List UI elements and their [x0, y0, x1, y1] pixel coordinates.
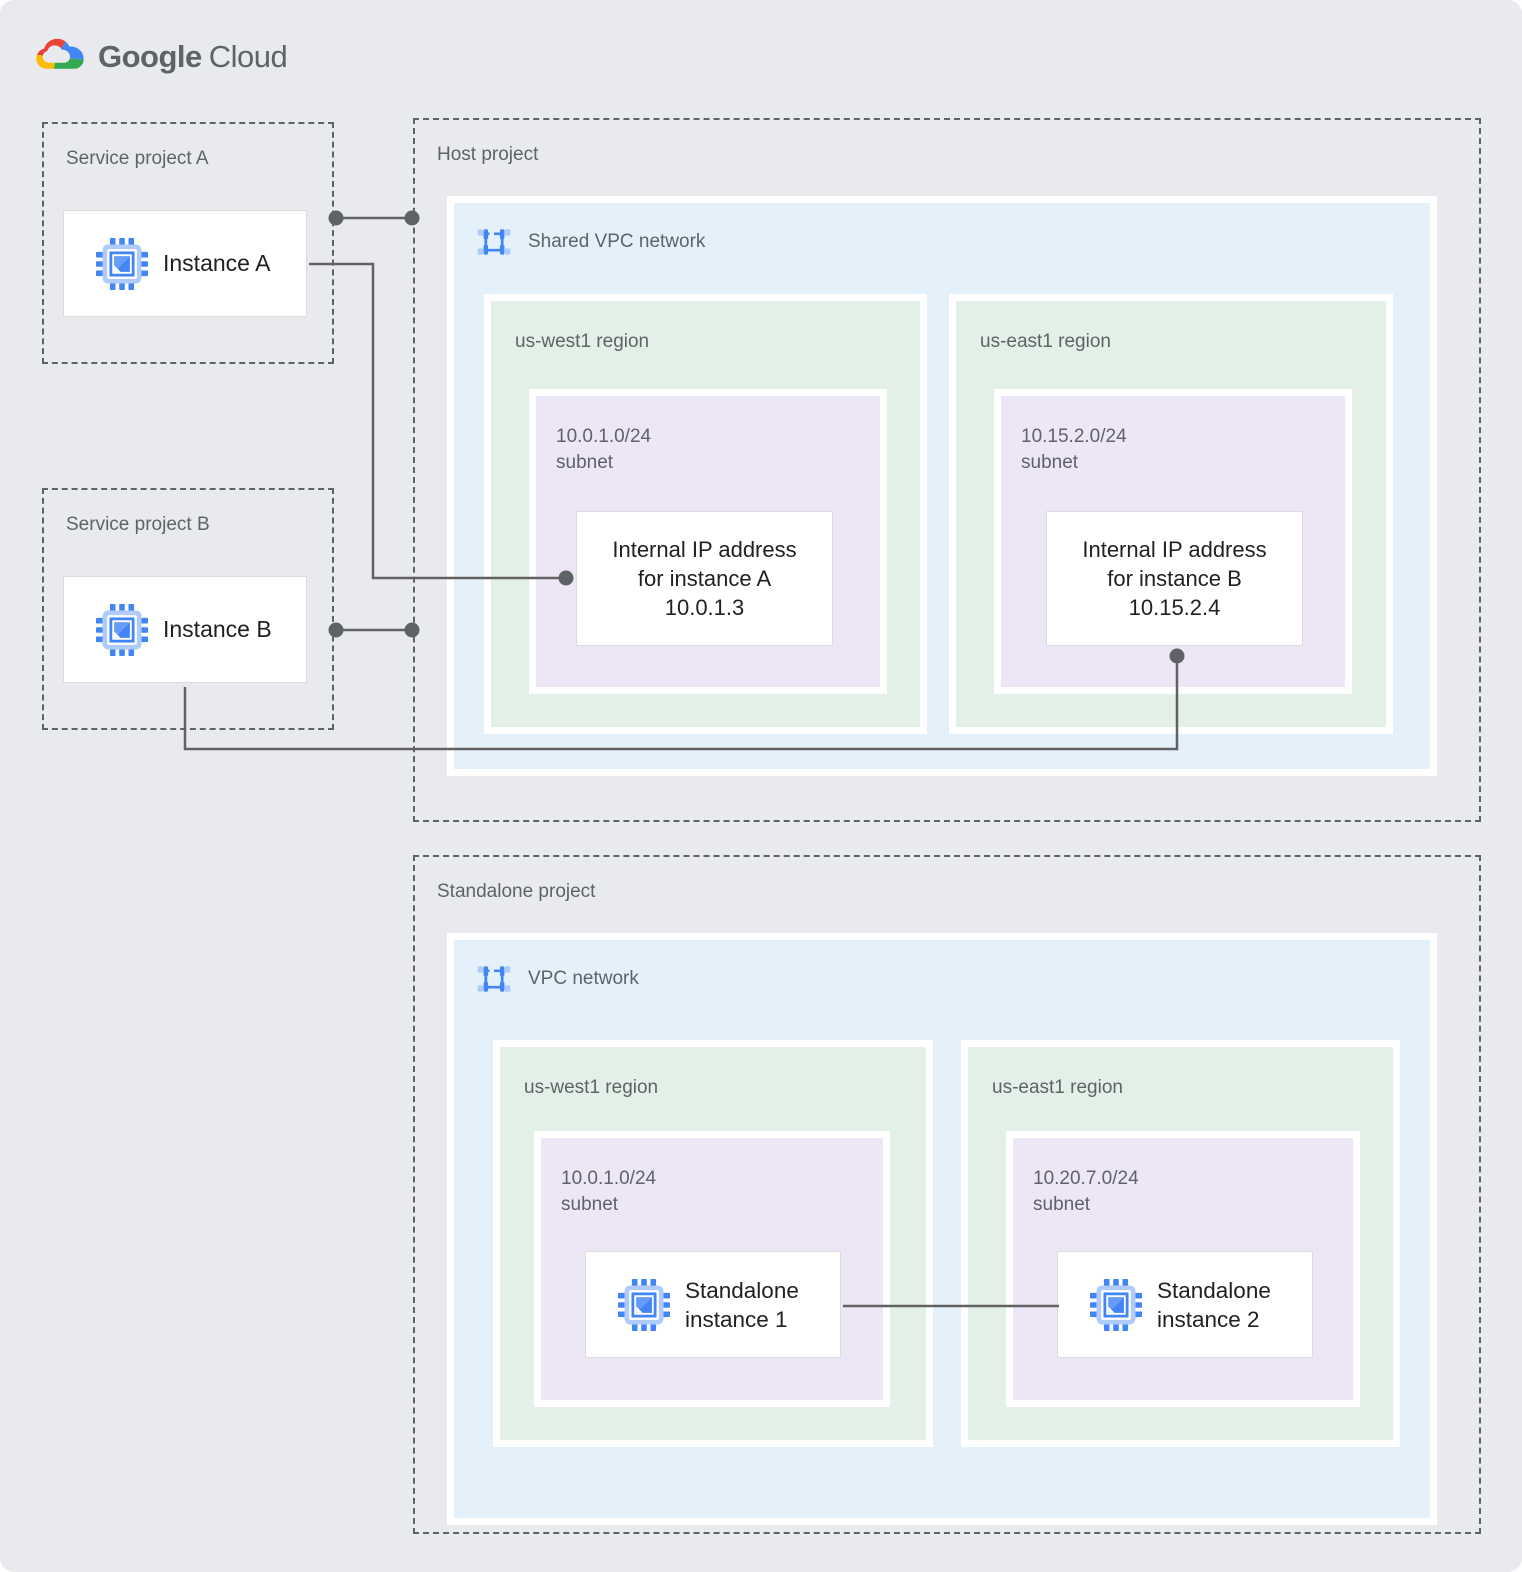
standalone-subnet-us-east1-box: 10.20.7.0/24 subnet Standalone instance …	[1006, 1131, 1360, 1407]
standalone-subnet-us-west1-box: 10.0.1.0/24 subnet Standalone instance 1	[534, 1131, 890, 1407]
subnet-cidr: 10.20.7.0/24	[1033, 1168, 1139, 1189]
host-region-us-west1-label: us-west1 region	[515, 331, 650, 352]
service-project-b-box: Service project B Instance B	[42, 488, 334, 730]
standalone-subnet-us-east1-label: 10.20.7.0/24 subnet	[1033, 1166, 1139, 1218]
standalone-region-us-west1-box: us-west1 region 10.0.1.0/24 subnet Stand…	[493, 1040, 933, 1447]
subnet-cidr: 10.15.2.0/24	[1021, 426, 1127, 447]
host-region-us-east1-label: us-east1 region	[980, 331, 1111, 352]
ip-card-line1: Internal IP address	[1082, 537, 1267, 562]
vpc-network-icon	[474, 224, 514, 260]
logo-cloud-text: Cloud	[208, 38, 288, 74]
subnet-word: subnet	[1033, 1194, 1091, 1215]
host-project-box: Host project Shared VPC network us-west1…	[413, 118, 1481, 822]
host-subnet-us-east1-label: 10.15.2.0/24 subnet	[1021, 424, 1127, 476]
subnet-word: subnet	[561, 1194, 619, 1215]
instance-a-card: Instance A	[63, 210, 307, 317]
logo-google-text: Google	[98, 38, 202, 74]
ip-card-line1: Internal IP address	[612, 537, 797, 562]
standalone-region-us-west1-label: us-west1 region	[524, 1077, 659, 1098]
standalone-instance-1-label: Standalone instance 1	[685, 1277, 799, 1332]
standalone-instance-2-label: Standalone instance 2	[1157, 1277, 1271, 1332]
ip-card-line3: 10.0.1.3	[664, 595, 745, 620]
shared-vpc-network-label: Shared VPC network	[528, 231, 706, 252]
ip-card-line3: 10.15.2.4	[1128, 595, 1221, 620]
compute-instance-icon	[618, 1279, 670, 1331]
host-region-us-west1-box: us-west1 region 10.0.1.0/24 subnet Inter…	[484, 294, 927, 734]
standalone-project-label: Standalone project	[437, 881, 596, 902]
host-subnet-us-east1-box: 10.15.2.0/24 subnet Internal IP address …	[994, 389, 1352, 694]
google-cloud-icon	[36, 38, 84, 69]
instance-a-label: Instance A	[163, 250, 271, 276]
internal-ip-instance-a-card: Internal IP address for instance A 10.0.…	[576, 511, 833, 646]
instance-b-card: Instance B	[63, 576, 307, 683]
subnet-cidr: 10.0.1.0/24	[561, 1168, 657, 1189]
compute-instance-icon	[96, 604, 148, 656]
internal-ip-instance-b-card: Internal IP address for instance B 10.15…	[1046, 511, 1303, 646]
shared-vpc-network-header: Shared VPC network	[474, 224, 705, 260]
shared-vpc-network-box: Shared VPC network us-west1 region 10.0.…	[447, 196, 1437, 776]
standalone-project-box: Standalone project VPC network us-west1 …	[413, 855, 1481, 1534]
compute-instance-icon	[96, 238, 148, 290]
standalone-instance-1-card: Standalone instance 1	[585, 1251, 841, 1358]
subnet-word: subnet	[556, 452, 614, 473]
vpc-network-icon	[474, 961, 514, 997]
host-subnet-us-west1-box: 10.0.1.0/24 subnet Internal IP address f…	[529, 389, 887, 694]
subnet-word: subnet	[1021, 452, 1079, 473]
vpc-network-label: VPC network	[528, 968, 639, 989]
service-project-a-label: Service project A	[66, 148, 209, 169]
host-subnet-us-west1-label: 10.0.1.0/24 subnet	[556, 424, 651, 476]
service-project-a-box: Service project A Instance A	[42, 122, 334, 364]
vpc-network-box: VPC network us-west1 region 10.0.1.0/24 …	[447, 933, 1437, 1525]
standalone-region-us-east1-label: us-east1 region	[992, 1077, 1123, 1098]
host-region-us-east1-box: us-east1 region 10.15.2.0/24 subnet Inte…	[949, 294, 1393, 734]
ip-card-line2: for instance B	[1107, 566, 1242, 591]
standalone-instance-2-card: Standalone instance 2	[1057, 1251, 1313, 1358]
host-project-label: Host project	[437, 144, 539, 165]
ip-card-line2: for instance A	[637, 566, 772, 591]
vpc-network-header: VPC network	[474, 961, 639, 997]
standalone-region-us-east1-box: us-east1 region 10.20.7.0/24 subnet Stan…	[961, 1040, 1400, 1447]
standalone-subnet-us-west1-label: 10.0.1.0/24 subnet	[561, 1166, 656, 1218]
subnet-cidr: 10.0.1.0/24	[556, 426, 652, 447]
compute-instance-icon	[1090, 1279, 1142, 1331]
instance-b-label: Instance B	[163, 616, 272, 642]
service-project-b-label: Service project B	[66, 514, 210, 535]
